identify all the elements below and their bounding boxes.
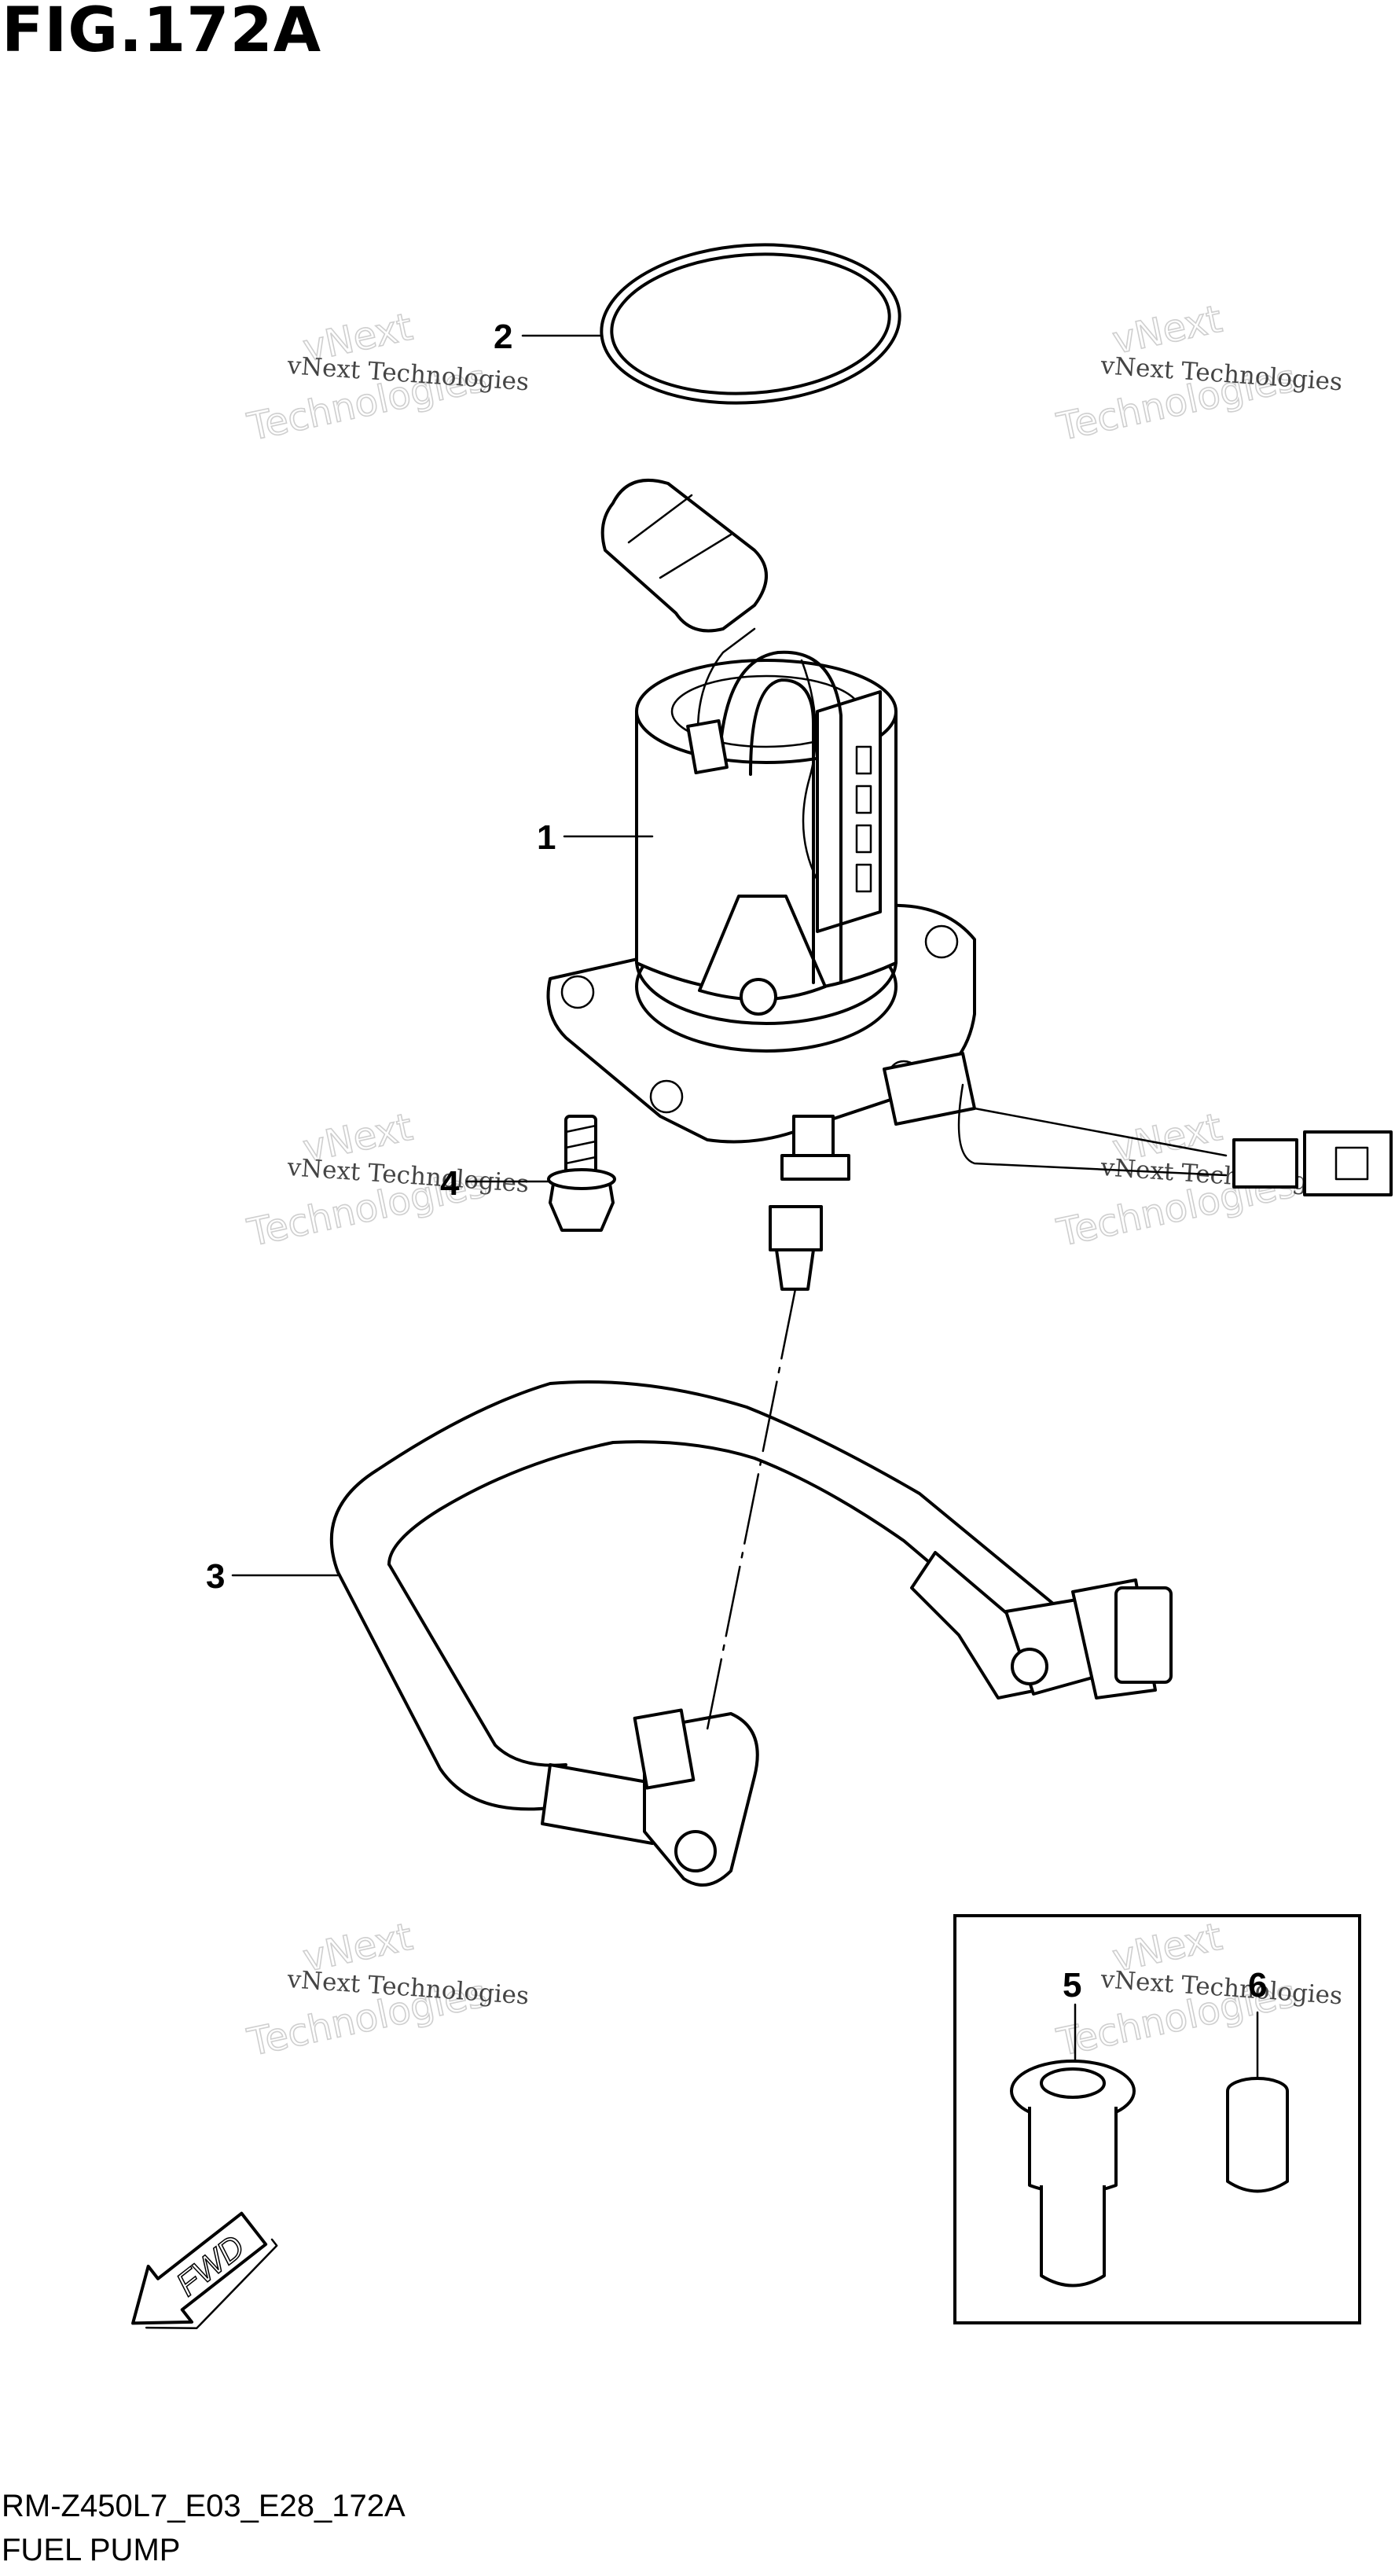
part-3-fuel-hose[interactable] [329, 1380, 1173, 1887]
figure-name: FUEL PUMP [2, 2533, 181, 2567]
part-6-cap[interactable] [1226, 2011, 1289, 2193]
svg-text:3: 3 [206, 1557, 225, 1596]
part-5-grommet[interactable] [1010, 2003, 1136, 2288]
svg-text:4: 4 [440, 1164, 460, 1203]
inset-box [953, 1914, 1361, 2324]
watermark-top-right: vNext Technologies vNext Technologies [1052, 296, 1343, 450]
fwd-arrow: FWD [131, 2211, 278, 2330]
callout-5: 5 [1063, 1966, 1081, 2005]
svg-text:1: 1 [537, 818, 556, 857]
figure-code: RM-Z450L7_E03_E28_172A [2, 2489, 406, 2523]
figure-title: FIG.172A [2, 0, 322, 66]
svg-text:5: 5 [1063, 1966, 1081, 2005]
watermark-bottom-left: vNext Technologies vNext Technologies [243, 1914, 530, 2066]
connection-line [706, 1288, 797, 1731]
callout-6: 6 [1248, 1966, 1267, 2005]
part-4-bolt[interactable] [547, 1115, 616, 1232]
watermark-mid-left: vNext Technologies vNext Technologies [243, 1104, 530, 1256]
svg-text:6: 6 [1248, 1966, 1267, 2005]
part-1-fuel-pump[interactable] [546, 478, 976, 1291]
callout-3: 3 [206, 1557, 340, 1596]
watermark-top-left: vNext Technologies vNext Technologies [243, 304, 530, 450]
callout-1: 1 [537, 818, 654, 857]
callout-4: 4 [440, 1164, 552, 1203]
wiring-harness [957, 1083, 1393, 1196]
watermark-mid-right: vNext Technologies vNext Technologies [1052, 1104, 1343, 1256]
watermark-bottom-right: vNext Technologies vNext Technologies [1052, 1914, 1343, 2066]
part-2-o-ring[interactable] [596, 235, 905, 413]
svg-text:2: 2 [494, 318, 512, 356]
callout-2: 2 [494, 318, 603, 356]
